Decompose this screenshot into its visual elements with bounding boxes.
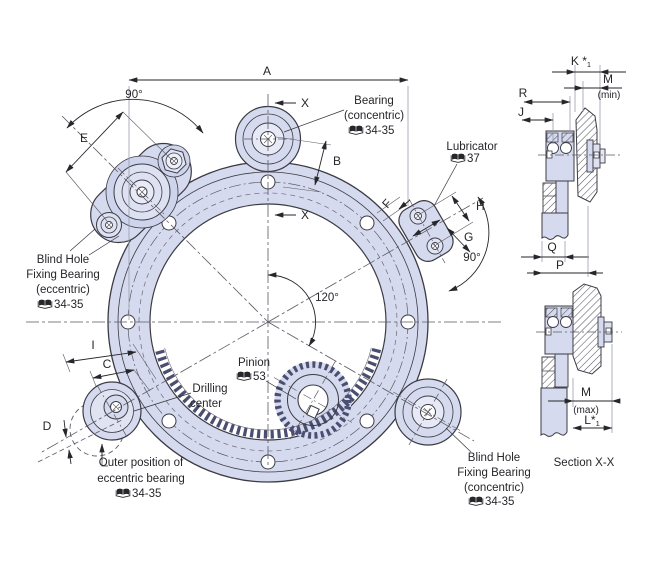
ball-bearing <box>547 316 559 328</box>
svg-text:center: center <box>190 398 222 410</box>
svg-text:34-35: 34-35 <box>365 125 394 137</box>
section-view-top: K *1 M (min) R J Q <box>518 54 626 277</box>
pinion-detail <box>273 360 353 440</box>
dimension-M-min: M (min) <box>564 72 622 101</box>
svg-text:34-35: 34-35 <box>54 299 83 311</box>
svg-text:M: M <box>603 72 613 86</box>
book-icon <box>468 496 484 506</box>
book-icon <box>450 153 466 163</box>
dimension-C: C <box>89 357 151 392</box>
dimension-I: I <box>62 338 157 380</box>
svg-text:90°: 90° <box>125 89 142 101</box>
bearing-concentric-bottom-right <box>393 378 463 446</box>
dimension-P: P <box>527 206 603 277</box>
ball-bearing <box>560 316 572 328</box>
svg-text:Outer position of: Outer position of <box>99 457 184 469</box>
svg-text:(eccentric): (eccentric) <box>36 284 90 296</box>
angle-90-top-left: 90° <box>66 89 204 134</box>
svg-text:D: D <box>43 419 52 433</box>
dimension-K: K *1 <box>552 54 626 75</box>
svg-text:Blind Hole: Blind Hole <box>37 254 89 266</box>
book-icon <box>115 488 131 498</box>
annotation-drilling-center: Drilling center <box>133 383 228 412</box>
svg-text:G: G <box>464 230 473 244</box>
svg-text:(max): (max) <box>573 405 599 416</box>
annotation-blind-eccentric: Blind Hole Fixing Bearing (eccentric) 34… <box>26 228 120 311</box>
angle-90-lubricator: 90° <box>448 196 490 292</box>
dimension-D: D <box>37 419 123 465</box>
annotation-bearing-concentric: Bearing (concentric) 34-35 <box>283 95 404 137</box>
ball-bearing <box>560 142 572 154</box>
dimension-R: R <box>519 86 571 105</box>
dimension-B: B <box>275 136 341 193</box>
svg-text:J: J <box>518 105 524 119</box>
svg-text:37: 37 <box>467 153 480 165</box>
svg-text:120°: 120° <box>315 292 339 304</box>
shaft-break <box>541 212 569 240</box>
svg-text:M: M <box>581 385 591 399</box>
svg-text:A: A <box>263 64 271 78</box>
svg-text:Q: Q <box>547 240 556 254</box>
svg-text:53: 53 <box>253 371 266 383</box>
svg-text:(min): (min) <box>598 90 621 101</box>
svg-text:Blind Hole: Blind Hole <box>468 452 520 464</box>
svg-text:Fixing Bearing: Fixing Bearing <box>26 269 100 281</box>
svg-text:P: P <box>556 258 564 272</box>
svg-text:(concentric): (concentric) <box>464 482 524 494</box>
section-marker-X: X X <box>274 96 309 222</box>
dimension-L: L*1 <box>572 413 613 431</box>
svg-text:E: E <box>80 131 88 145</box>
bearing-eccentric-assembly-top-left <box>90 142 192 244</box>
svg-text:X: X <box>301 96 309 110</box>
svg-text:Fixing Bearing: Fixing Bearing <box>457 467 531 479</box>
gear-section <box>572 283 602 375</box>
shaft-break <box>540 387 568 437</box>
svg-text:(concentric): (concentric) <box>344 110 404 122</box>
svg-text:K *1: K *1 <box>571 54 591 69</box>
bearing-eccentric-bottom-left <box>69 381 142 457</box>
svg-text:34-35: 34-35 <box>485 496 514 508</box>
section-view-bottom: M (max) L*1 Section X-X <box>536 283 622 469</box>
svg-text:90°: 90° <box>463 252 480 264</box>
svg-text:R: R <box>519 86 528 100</box>
dimension-Q: Q <box>521 240 589 262</box>
svg-text:34-35: 34-35 <box>132 488 161 500</box>
svg-text:Pinion: Pinion <box>238 357 270 369</box>
svg-text:B: B <box>333 154 341 168</box>
annotation-lubricator: Lubricator 37 <box>433 141 498 207</box>
svg-text:I: I <box>91 338 94 352</box>
internal-gear-teeth <box>154 348 382 439</box>
dimension-M-max: M (max) <box>548 344 621 433</box>
svg-text:X: X <box>301 208 309 222</box>
svg-text:L*1: L*1 <box>584 413 600 428</box>
dimension-J: J <box>518 105 554 123</box>
svg-text:eccentric bearing: eccentric bearing <box>97 473 185 485</box>
annotation-outer-position: Outer position of eccentric bearing 34-3… <box>97 443 185 500</box>
section-title: Section X-X <box>554 457 615 469</box>
svg-text:Drilling: Drilling <box>192 383 227 395</box>
svg-text:C: C <box>103 357 112 371</box>
annotation-blind-concentric: Blind Hole Fixing Bearing (concentric) 3… <box>445 427 531 508</box>
svg-text:Bearing: Bearing <box>354 95 394 107</box>
angle-120: 120° <box>267 272 339 347</box>
svg-text:Lubricator: Lubricator <box>446 141 497 153</box>
book-icon <box>348 125 364 135</box>
book-icon <box>37 299 53 309</box>
annotation-pinion: Pinion 53 <box>236 357 297 400</box>
